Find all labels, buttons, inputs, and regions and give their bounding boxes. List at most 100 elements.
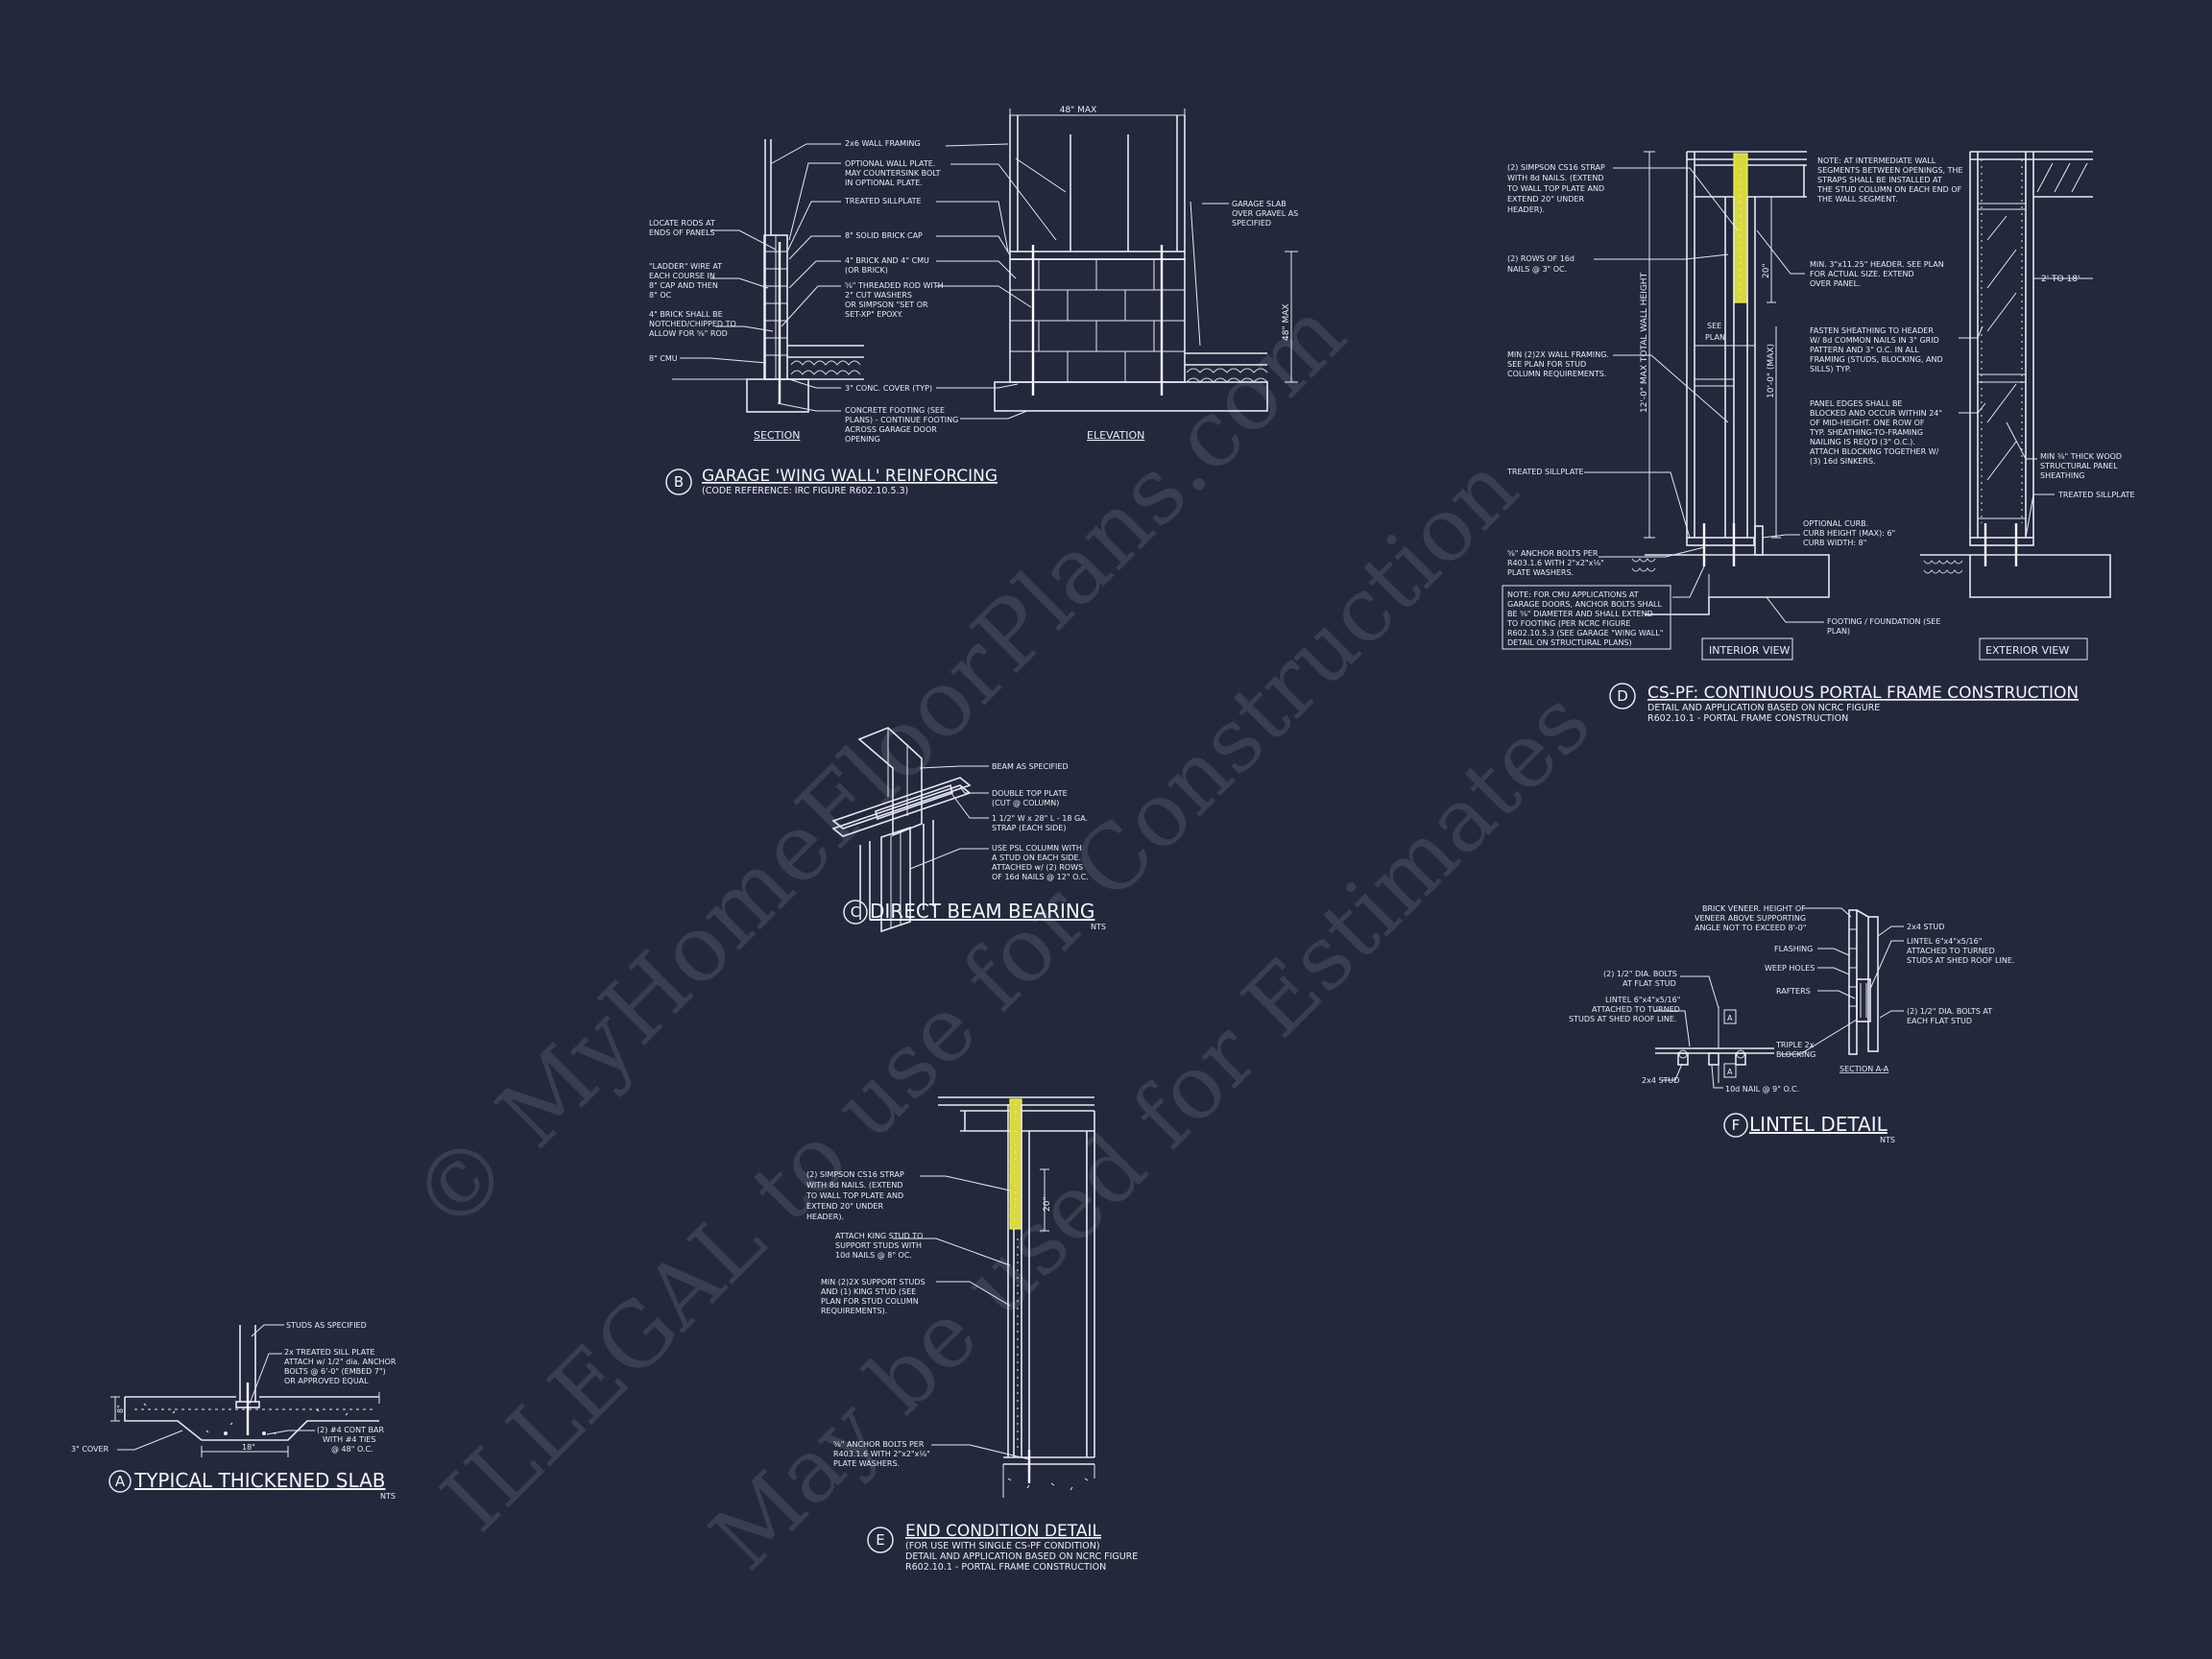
- detail-b-marker-circle: [665, 469, 692, 495]
- note: ATTACH w/ 1/2" dia. ANCHOR: [284, 1358, 397, 1366]
- detail-a-notes: STUDS AS SPECIFIED 2x TREATED SILL PLATE…: [71, 1321, 397, 1454]
- note: TO WALL TOP PLATE AND: [1506, 184, 1604, 193]
- note: 18": [242, 1443, 255, 1452]
- detail-d-marker-circle: [1609, 683, 1636, 709]
- note: ACROSS GARAGE DOOR: [845, 425, 937, 434]
- note: NOTCHED/CHIPPED TO: [649, 320, 736, 328]
- note: ATTACH BLOCKING TOGETHER W/: [1810, 447, 1939, 456]
- detail-a-thickened-slab: STUDS AS SPECIFIED 2x TREATED SILL PLATE…: [71, 1321, 397, 1501]
- detail-d-see-plan-1: SEE: [1707, 322, 1721, 330]
- note: OVER GRAVEL AS: [1232, 209, 1298, 218]
- note: 2x4 STUD: [1642, 1076, 1679, 1085]
- note: CONCRETE FOOTING (SEE: [845, 406, 945, 415]
- note: PATTERN AND 3" O.C. IN ALL: [1810, 346, 1919, 354]
- note: PANEL EDGES SHALL BE: [1810, 399, 1902, 408]
- note: RAFTERS: [1776, 987, 1811, 996]
- detail-e-dim-20: 20": [1043, 1196, 1052, 1212]
- note: SPECIFIED: [1232, 219, 1271, 228]
- note: TO FOOTING (PER NCRC FIGURE: [1506, 619, 1630, 628]
- detail-a-scale: NTS: [380, 1492, 396, 1501]
- detail-d-exterior-label-box: [1979, 637, 2088, 661]
- note: ALLOW FOR ⅝" ROD: [649, 329, 728, 338]
- detail-e-subtitle-1: (FOR USE WITH SINGLE CS-PF CONDITION): [905, 1541, 1100, 1551]
- note: STRAP (EACH SIDE): [992, 824, 1066, 832]
- detail-f-drawing: [1653, 907, 1904, 1089]
- note: PLATE WASHERS.: [1507, 568, 1574, 577]
- detail-f-scale: NTS: [1880, 1136, 1895, 1144]
- note: OR SIMPSON "SET OR: [845, 301, 928, 309]
- note: WEEP HOLES: [1765, 964, 1815, 973]
- note: "LADDER" WIRE AT: [649, 262, 722, 271]
- note: (2) SIMPSON CS16 STRAP: [1507, 163, 1605, 172]
- note: DOUBLE TOP PLATE: [992, 789, 1068, 798]
- note: OF 16d NAILS @ 12" O.C.: [992, 873, 1089, 881]
- note: MAY COUNTERSINK BOLT: [845, 169, 941, 178]
- detail-f-title: LINTEL DETAIL: [1749, 1113, 1888, 1136]
- note: BRICK VENEER. HEIGHT OF: [1702, 904, 1806, 913]
- note: EACH COURSE IN: [649, 272, 715, 280]
- note: WITH #4 TIES: [323, 1435, 375, 1444]
- note: (OR BRICK): [845, 266, 888, 275]
- note: PLAN FOR STUD COLUMN: [821, 1297, 919, 1306]
- detail-d-marker: D: [1617, 687, 1628, 705]
- note: BOLTS @ 6'-0" (EMBED 7"): [284, 1367, 386, 1376]
- note: STUDS AT SHED ROOF LINE.: [1907, 956, 2014, 965]
- note: SUPPORT STUDS WITH: [835, 1241, 922, 1250]
- note: MIN (2)2X WALL FRAMING.: [1507, 350, 1609, 359]
- note: (2) SIMPSON CS16 STRAP: [806, 1170, 904, 1179]
- detail-d-mid-leaders: [1756, 229, 1986, 623]
- note: THE WALL SEGMENT.: [1816, 195, 1898, 204]
- note: THE STUD COLUMN ON EACH END OF: [1816, 185, 1962, 194]
- note: BLOCKING: [1776, 1050, 1815, 1059]
- note: OVER PANEL.: [1810, 279, 1861, 288]
- note: SEGMENTS BETWEEN OPENINGS, THE: [1817, 166, 1963, 175]
- note: SILLS) TYP.: [1810, 365, 1851, 373]
- note: ATTACHED TO TURNED: [1907, 947, 1995, 955]
- note: 4" BRICK SHALL BE: [649, 310, 723, 319]
- note: 2x6 WALL FRAMING: [845, 139, 921, 148]
- note: IN OPTIONAL PLATE.: [845, 179, 923, 187]
- note: VENEER ABOVE SUPPORTING: [1695, 914, 1806, 923]
- detail-d-title: CS-PF: CONTINUOUS PORTAL FRAME CONSTRUCT…: [1647, 684, 2079, 703]
- note: (2) 1/2" DIA. BOLTS AT: [1907, 1007, 1992, 1016]
- detail-b-title: GARAGE 'WING WALL' REINFORCING: [702, 467, 998, 486]
- note: R602.10.5.3 (SEE GARAGE "WING WALL": [1507, 629, 1663, 637]
- detail-b-left-notes: LOCATE RODS AT ENDS OF PANELS "LADDER" W…: [649, 219, 736, 363]
- note: EXTEND 20" UNDER: [1507, 195, 1584, 204]
- detail-c-marker: C: [851, 903, 860, 921]
- detail-d-note-leader: [1672, 565, 1705, 598]
- detail-d-left-leaders: [1584, 167, 1739, 558]
- detail-d-see-plan-2: PLAN: [1705, 333, 1725, 342]
- detail-b-dim-top: 48" MAX: [1060, 106, 1097, 115]
- detail-d-note-box: [1502, 585, 1671, 650]
- detail-b-left-leaders: [680, 229, 777, 364]
- detail-b-elevation-drawing: [994, 108, 1298, 412]
- detail-f-right-notes: 2x4 STUD LINTEL 6"x4"x5/16" ATTACHED TO …: [1907, 923, 2014, 1025]
- note: WITH 8d NAILS. (EXTEND: [806, 1181, 902, 1190]
- detail-d-dim-total: 12'-0" MAX TOTAL WALL HEIGHT: [1640, 272, 1649, 413]
- detail-c-notes: BEAM AS SPECIFIED DOUBLE TOP PLATE (CUT …: [992, 762, 1089, 881]
- note: COLUMN REQUIREMENTS.: [1507, 370, 1606, 378]
- note: STRUCTURAL PANEL: [2040, 462, 2118, 470]
- note: LINTEL 6"x4"x5/16": [1605, 996, 1680, 1004]
- note: 3" CONC. COVER (TYP): [845, 384, 932, 393]
- detail-f-marker-circle: [1723, 1113, 1748, 1138]
- detail-f-lintel: BRICK VENEER. HEIGHT OF VENEER ABOVE SUP…: [1569, 904, 2014, 1144]
- note: 3" COVER: [71, 1445, 109, 1454]
- detail-d-exterior-view-drawing: [1920, 151, 2111, 598]
- note: FOOTING / FOUNDATION (SEE: [1827, 617, 1940, 626]
- detail-e-subtitle-2: DETAIL AND APPLICATION BASED ON NCRC FIG…: [905, 1551, 1138, 1562]
- note: PLAN): [1827, 627, 1850, 636]
- detail-b-section-drawing: [672, 139, 864, 413]
- note: GARAGE DOORS, ANCHOR BOLTS SHALL: [1507, 600, 1663, 609]
- note: HEADER).: [1507, 205, 1545, 214]
- note: @ 48" O.C.: [331, 1445, 373, 1454]
- detail-c-direct-beam-bearing: BEAM AS SPECIFIED DOUBLE TOP PLATE (CUT …: [831, 727, 1106, 933]
- detail-c-scale: NTS: [1091, 923, 1106, 931]
- note: STUDS AS SPECIFIED: [286, 1321, 367, 1330]
- note: NOTE: FOR CMU APPLICATIONS AT: [1507, 590, 1639, 599]
- note: PLANS) - CONTINUE FOOTING: [845, 416, 958, 424]
- note: 2x TREATED SILL PLATE: [284, 1348, 375, 1357]
- note: PLATE WASHERS.: [833, 1459, 900, 1468]
